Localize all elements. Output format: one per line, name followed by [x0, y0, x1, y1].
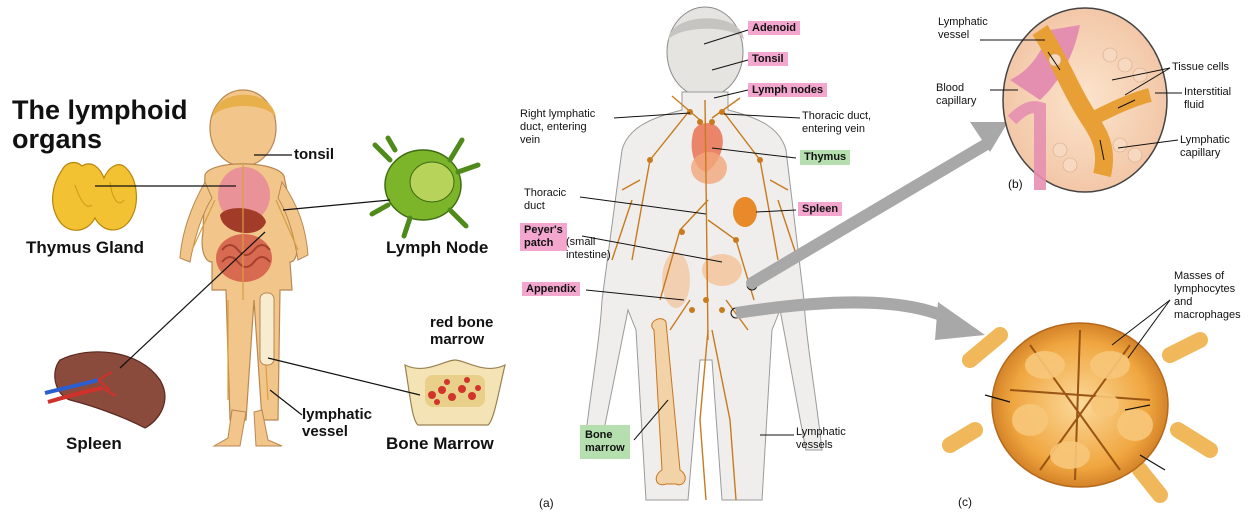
- bone-marrow-tag: Bone marrow: [580, 425, 630, 459]
- lymph-nodes-label: Lymph nodes: [748, 83, 827, 97]
- lymphatic-vessels-label: Lymphatic vessels: [796, 426, 846, 452]
- interstitial-fluid-label: Interstitial fluid: [1184, 86, 1231, 112]
- thoracic-duct-vein-label: Thoracic duct, entering vein: [802, 110, 871, 136]
- panel-a-label: (a): [539, 497, 554, 510]
- lymphatic-vessel-b-label: Lymphatic vessel: [938, 16, 988, 42]
- peyers-patch-label: Peyer's patch (small intestine): [520, 223, 567, 251]
- bone-marrow-label: Bone Marrow: [386, 434, 494, 454]
- lymph-node-label: Lymph Node: [386, 238, 488, 258]
- tonsil-tag: Tonsil: [748, 52, 788, 66]
- lymphatic-capillary-inset: [1003, 8, 1167, 192]
- spleen-tag: Spleen: [798, 202, 842, 216]
- right-lymphatic-duct-label: Right lymphatic duct, entering vein: [520, 108, 595, 147]
- panel-b-label: (b): [1008, 178, 1023, 191]
- peyers-patch-tag: Peyer's patch: [520, 223, 567, 251]
- spleen-label: Spleen: [66, 434, 122, 454]
- red-bone-marrow-label: red bone marrow: [430, 314, 493, 348]
- appendix-tag: Appendix: [522, 282, 580, 296]
- spleen-illustration: [45, 352, 165, 428]
- lymphatic-vessel-label: lymphatic vessel: [302, 406, 372, 440]
- left-title: The lymphoid organs: [12, 96, 188, 154]
- bone-marrow-illustration: [405, 360, 505, 425]
- panel-c-label: (c): [958, 496, 972, 509]
- blood-capillary-label: Blood capillary: [936, 82, 976, 108]
- tonsil-label: tonsil: [294, 146, 334, 163]
- lymph-node-section-inset: [950, 323, 1210, 495]
- tissue-cells-label: Tissue cells: [1172, 61, 1229, 74]
- thoracic-duct-label: Thoracic duct: [524, 187, 566, 213]
- child-body-illustration: [180, 90, 308, 446]
- lymphatic-capillary-label: Lymphatic capillary: [1180, 134, 1230, 160]
- adenoid-label: Adenoid: [748, 21, 800, 35]
- lymph-node-illustration: [372, 138, 478, 236]
- thymus-tag: Thymus: [800, 150, 850, 165]
- thymus-gland-illustration: [53, 163, 137, 231]
- peyers-patch-note: (small intestine): [566, 236, 611, 262]
- thymus-gland-label: Thymus Gland: [26, 238, 144, 258]
- masses-label: Masses of lymphocytes and macrophages: [1174, 270, 1241, 322]
